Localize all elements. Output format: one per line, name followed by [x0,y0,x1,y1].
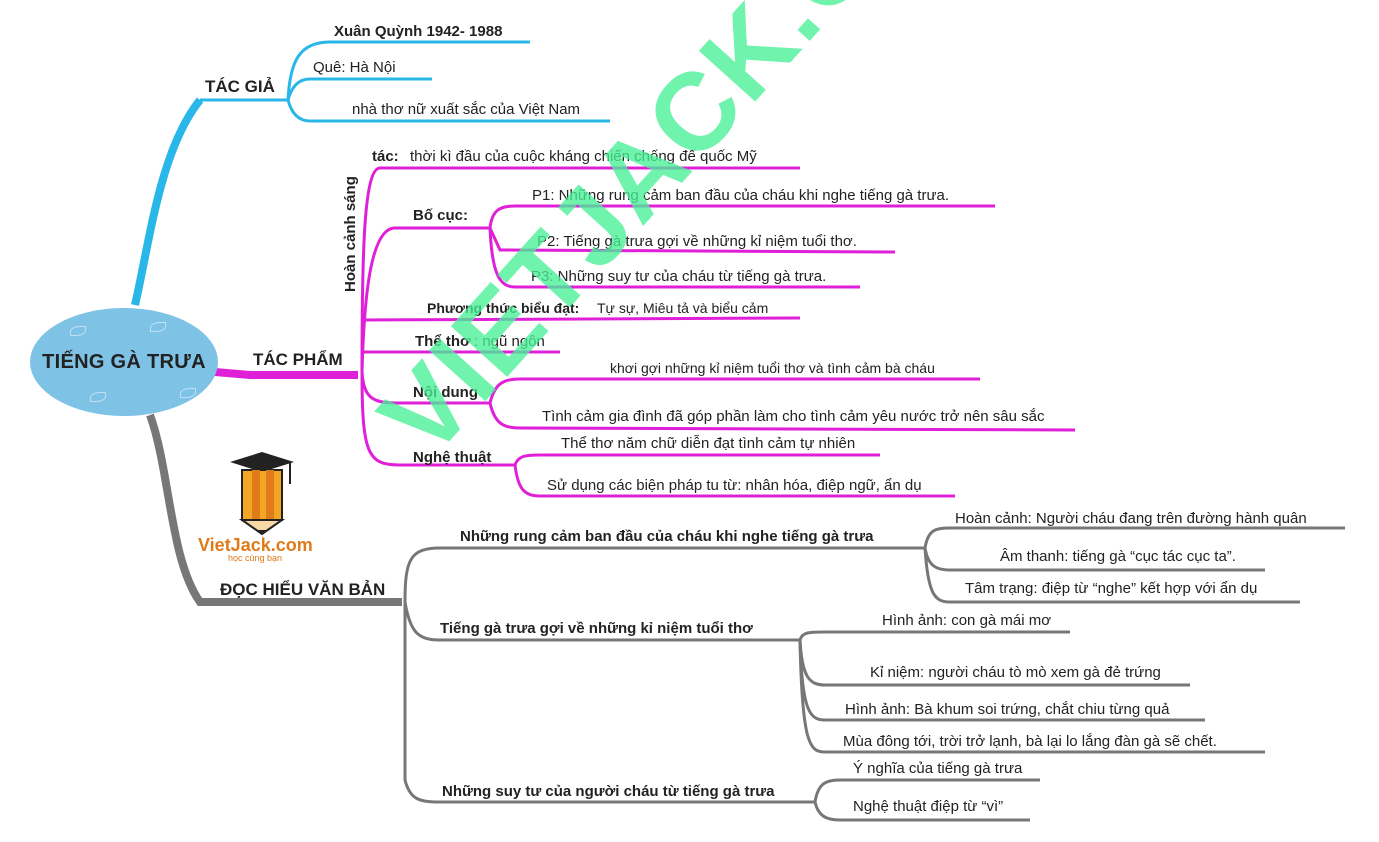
central-topic: TIẾNG GÀ TRƯA [30,308,218,416]
leaf-decoration [90,392,106,402]
section-1-item-3: Tâm trạng: điệp từ “nghe” kết hợp với ẩn… [965,580,1258,597]
leaf-decoration [70,326,86,336]
author-hometown: Quê: Hà Nội [313,59,396,76]
phuong-thuc-text: Tự sự, Miêu tả và biểu cảm [597,300,769,316]
section-2-item-1: Hình ảnh: con gà mái mơ [882,612,1052,629]
the-tho-label: Thể thơ [415,333,471,350]
leaf-decoration [180,388,196,398]
logo-wordmark: VietJack.com [198,535,313,555]
bo-cuc-p1: P1: Những rung cảm ban đầu của cháu khi … [532,187,950,204]
branch-tac-gia-label: TÁC GIẢ [205,77,275,96]
phuong-thuc-label: Phương thức biểu đạt: [427,300,580,316]
section-1-item-2: Âm thanh: tiếng gà “cục tác cục ta”. [1000,548,1236,565]
hoan-canh-label-tail: tác: [372,148,399,165]
bo-cuc-p2: P2: Tiếng gà trưa gợi về những kỉ niệm t… [537,233,857,250]
author-name: Xuân Quỳnh 1942- 1988 [334,23,503,40]
central-topic-title: TIẾNG GÀ TRƯA [42,350,206,373]
doc-hieu-section-1-label: Những rung cảm ban đầu của cháu khi nghe… [460,528,874,545]
hoan-canh-label: Hoàn cảnh sáng [342,176,359,292]
section-2-item-4: Mùa đông tới, trời trở lạnh, bà lại lo l… [843,733,1217,750]
nghe-thuat-item-2: Sử dụng các biện pháp tu từ: nhân hóa, đ… [547,477,922,494]
vietjack-logo [230,452,294,536]
section-3-item-2: Nghệ thuật điệp từ “vì” [853,798,1004,815]
author-description: nhà thơ nữ xuất sắc của Việt Nam [352,101,581,118]
doc-hieu-section-3-label: Những suy tư của người cháu từ tiếng gà … [442,783,775,800]
section-3-item-1: Ý nghĩa của tiếng gà trưa [853,760,1023,777]
section-2-item-3: Hình ảnh: Bà khum soi trứng, chắt chiu t… [845,701,1170,718]
the-tho-text: : ngũ ngôn [474,333,545,350]
noi-dung-item-1: khơi gợi những kỉ niệm tuổi thơ và tình … [610,360,935,376]
section-1-item-1: Hoàn cảnh: Người cháu đang trên đường hà… [955,510,1307,527]
doc-hieu-section-2-label: Tiếng gà trưa gợi về những kỉ niệm tuổi … [440,620,753,637]
noi-dung-item-2: Tình cảm gia đình đã góp phần làm cho tì… [542,408,1045,425]
section-2-item-2: Kỉ niệm: người cháu tò mò xem gà đẻ trứn… [870,664,1161,681]
branch-tac-pham-label: TÁC PHẨM [253,350,343,369]
nghe-thuat-item-1: Thể thơ năm chữ diễn đạt tình cảm tự nhi… [561,435,856,452]
leaf-decoration [150,322,166,332]
nghe-thuat-label: Nghệ thuật [413,449,492,466]
noi-dung-label: Nội dung [413,384,478,401]
branch-doc-hieu-label: ĐỌC HIỂU VĂN BẢN [220,580,386,599]
hoan-canh-text: thời kì đầu của cuộc kháng chiến chống đ… [410,148,757,165]
bo-cuc-label: Bố cục: [413,207,469,224]
logo-tagline: học cùng bạn [228,553,283,563]
bo-cuc-p3: P3: Những suy tư của cháu từ tiếng gà tr… [531,268,827,285]
